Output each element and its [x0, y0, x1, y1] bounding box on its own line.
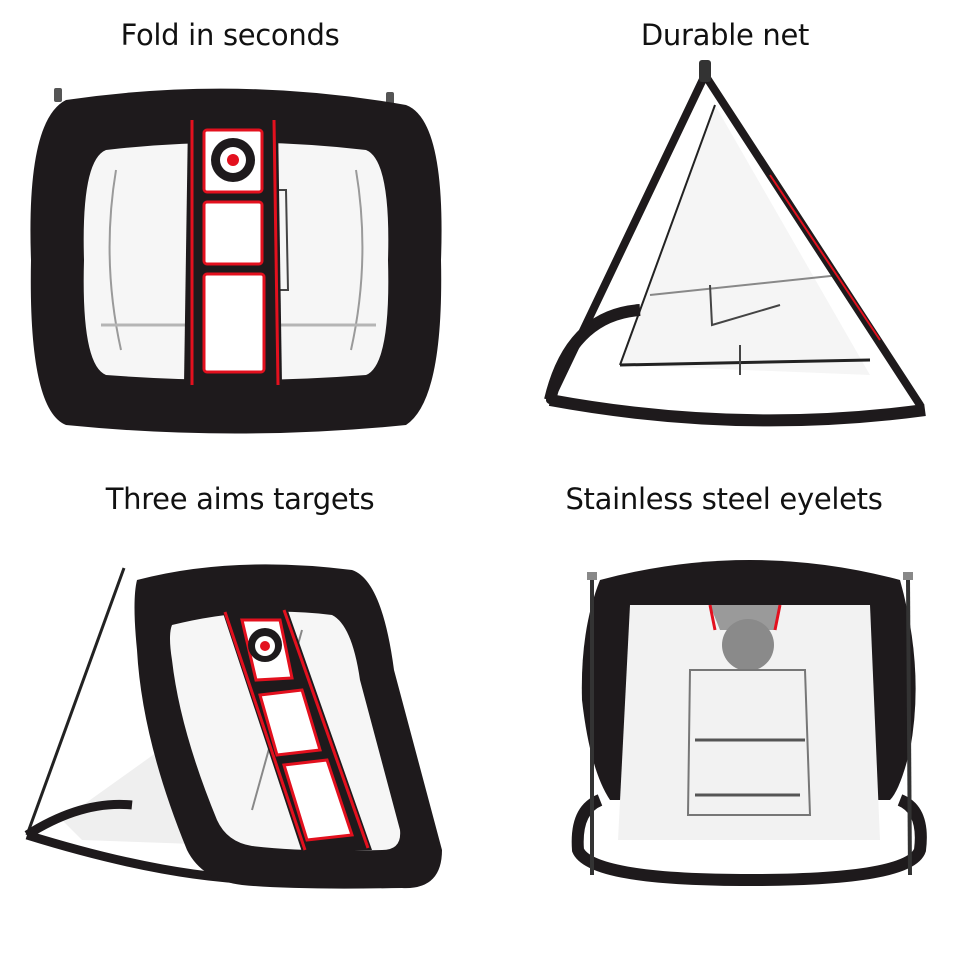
- panel-fold-in-seconds: Fold in seconds: [0, 0, 480, 480]
- panel-stainless-steel-eyelets: Stainless steel eyelets: [480, 480, 960, 960]
- chipping-net-side-image: [540, 55, 940, 435]
- panel-three-aims-targets: Three aims targets: [0, 480, 480, 960]
- caption-three-aims-targets: Three aims targets: [105, 482, 375, 516]
- chipping-net-front-image: [26, 80, 446, 440]
- caption-stainless-steel-eyelets: Stainless steel eyelets: [565, 482, 883, 516]
- caption-fold-in-seconds: Fold in seconds: [120, 18, 340, 52]
- chipping-net-angled-image: [22, 550, 462, 910]
- panel-durable-net: Durable net: [480, 0, 960, 480]
- caption-durable-net: Durable net: [640, 18, 810, 52]
- chipping-net-rear-image: [570, 550, 930, 890]
